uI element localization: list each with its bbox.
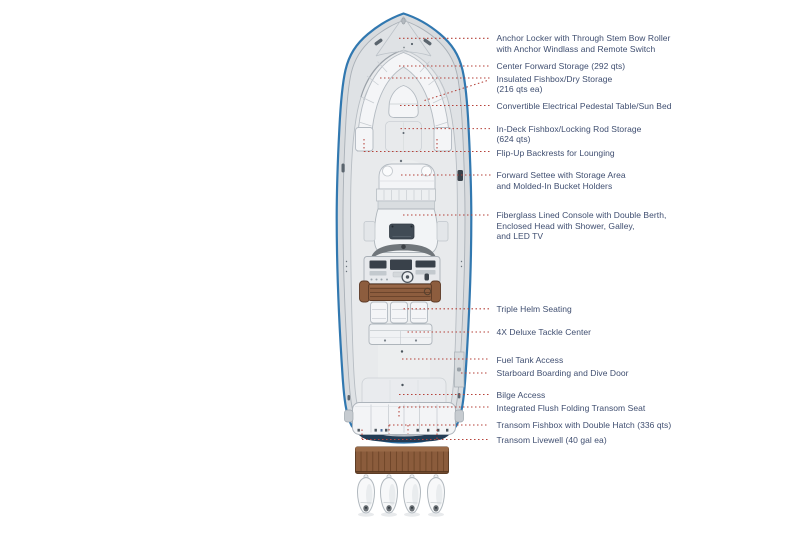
label-insulated-fishbox: Insulated Fishbox/Dry Storage (216 qts e… <box>496 73 613 95</box>
flip-up-backrest-starboard <box>433 127 452 152</box>
label-pedestal-table-sun-bed: Convertible Electrical Pedestal Table/Su… <box>496 100 672 111</box>
label-forward-settee: Forward Settee with Storage Area and Mol… <box>496 170 626 191</box>
outboard-engines <box>357 474 445 517</box>
label-transom-fishbox: Transom Fishbox with Double Hatch (336 q… <box>496 420 672 430</box>
fuel-tank-hatch <box>400 350 404 353</box>
leader-transom-fishbox <box>388 424 489 434</box>
callout-leader-lines <box>361 37 491 441</box>
leader-flip-up-backrests <box>363 139 491 153</box>
label-fuel-tank-access: Fuel Tank Access <box>496 355 564 365</box>
engine-4 <box>427 474 445 517</box>
anchor-locker-area <box>374 16 432 57</box>
bow-cleat-starboard <box>423 38 432 46</box>
throttle-lever <box>424 273 429 281</box>
engine-3 <box>403 474 421 517</box>
leader-transom-livewell <box>361 429 489 441</box>
transom-area <box>344 402 464 443</box>
triple-helm-seats <box>370 301 428 324</box>
swim-platform <box>355 446 449 474</box>
gunwale-fitting-starboard <box>457 170 463 181</box>
bow-roller <box>401 17 406 25</box>
tackle-center <box>368 323 433 345</box>
label-folding-transom-seat: Integrated Flush Folding Transom Seat <box>496 402 646 413</box>
engine-1 <box>357 474 375 517</box>
windshield-cowl <box>370 244 437 260</box>
in-deck-fishbox-hatch <box>385 121 422 152</box>
sun-bed-pad <box>388 85 419 118</box>
label-fiberglass-console: Fiberglass Lined Console with Double Ber… <box>496 210 667 242</box>
console-hatch-window <box>389 223 415 240</box>
label-flip-up-backrests: Flip-Up Backrests for Lounging <box>496 148 615 158</box>
label-starboard-dive-door: Starboard Boarding and Dive Door <box>496 368 629 378</box>
engine-2 <box>380 474 398 517</box>
leader-insulated-fishbox-starboard <box>424 79 490 102</box>
console-forward-seat <box>376 159 436 210</box>
label-bilge-access: Bilge Access <box>496 389 546 400</box>
label-deluxe-tackle-center: 4X Deluxe Tackle Center <box>496 327 592 337</box>
bow-cleat-port <box>374 38 383 46</box>
bucket-holder-backrest <box>376 188 436 202</box>
helm-station <box>363 244 441 284</box>
label-center-forward-storage: Center Forward Storage (292 qts) <box>496 61 626 71</box>
leader-transom-seat <box>398 406 489 418</box>
center-console <box>363 208 449 253</box>
midship-cleat-port <box>341 163 345 173</box>
leaning-post <box>359 280 441 303</box>
label-transom-livewell: Transom Livewell (40 gal ea) <box>496 435 607 445</box>
label-triple-helm-seating: Triple Helm Seating <box>496 304 572 314</box>
forward-bow-settee <box>355 52 452 152</box>
bilge-hatch <box>401 383 404 387</box>
label-in-deck-fishbox: In-Deck Fishbox/Locking Rod Storage (624… <box>496 123 642 145</box>
label-anchor-locker: Anchor Locker with Through Stem Bow Roll… <box>496 33 671 54</box>
